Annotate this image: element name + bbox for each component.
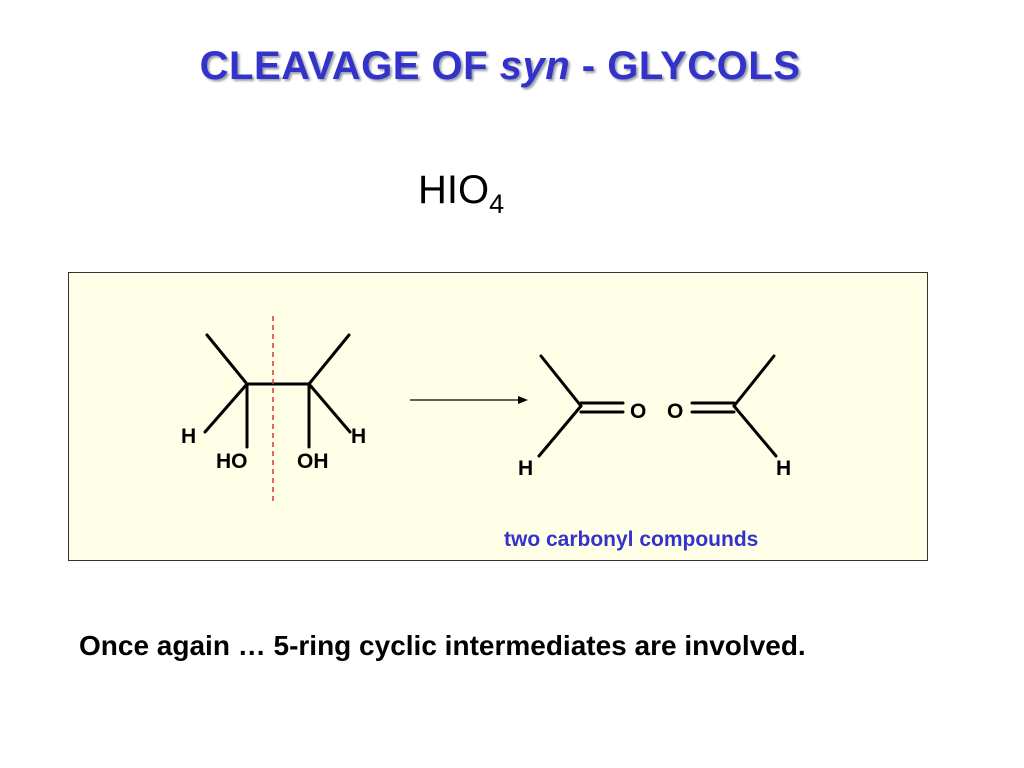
product-right-skeleton: [690, 354, 778, 458]
product-o-right: O: [667, 400, 684, 423]
bond-right-methyl: [307, 333, 351, 386]
title-part1: CLEAVAGE OF: [199, 44, 500, 88]
reagent-label: HIO4: [418, 168, 504, 220]
bond-right-h: [307, 382, 352, 434]
reagent-subscript: 4: [489, 189, 505, 219]
products-caption: two carbonyl compounds: [504, 528, 759, 551]
title-syn: syn: [499, 44, 571, 88]
reactant-oh: OH: [297, 450, 329, 473]
bond-left-methyl: [205, 333, 249, 386]
bond-left-h: [203, 382, 249, 434]
product-h-left: H: [518, 457, 534, 480]
reaction-arrow: [410, 396, 528, 404]
reactant-ho: HO: [216, 450, 248, 473]
reactant-h-left: H: [181, 425, 197, 448]
product-h-right: H: [776, 457, 792, 480]
reaction-panel: [68, 272, 928, 561]
slide-title: CLEAVAGE OF syn - GLYCOLS: [0, 44, 1000, 89]
reagent-main: HIO: [418, 168, 490, 212]
title-part2: - GLYCOLS: [570, 44, 801, 88]
product-o-left: O: [630, 400, 647, 423]
footer-note: Once again … 5-ring cyclic intermediates…: [79, 630, 806, 661]
glycol-skeleton: [203, 333, 352, 449]
arrow-head: [518, 396, 528, 404]
reactant-h-right: H: [351, 425, 367, 448]
product-left-skeleton: [537, 354, 625, 458]
